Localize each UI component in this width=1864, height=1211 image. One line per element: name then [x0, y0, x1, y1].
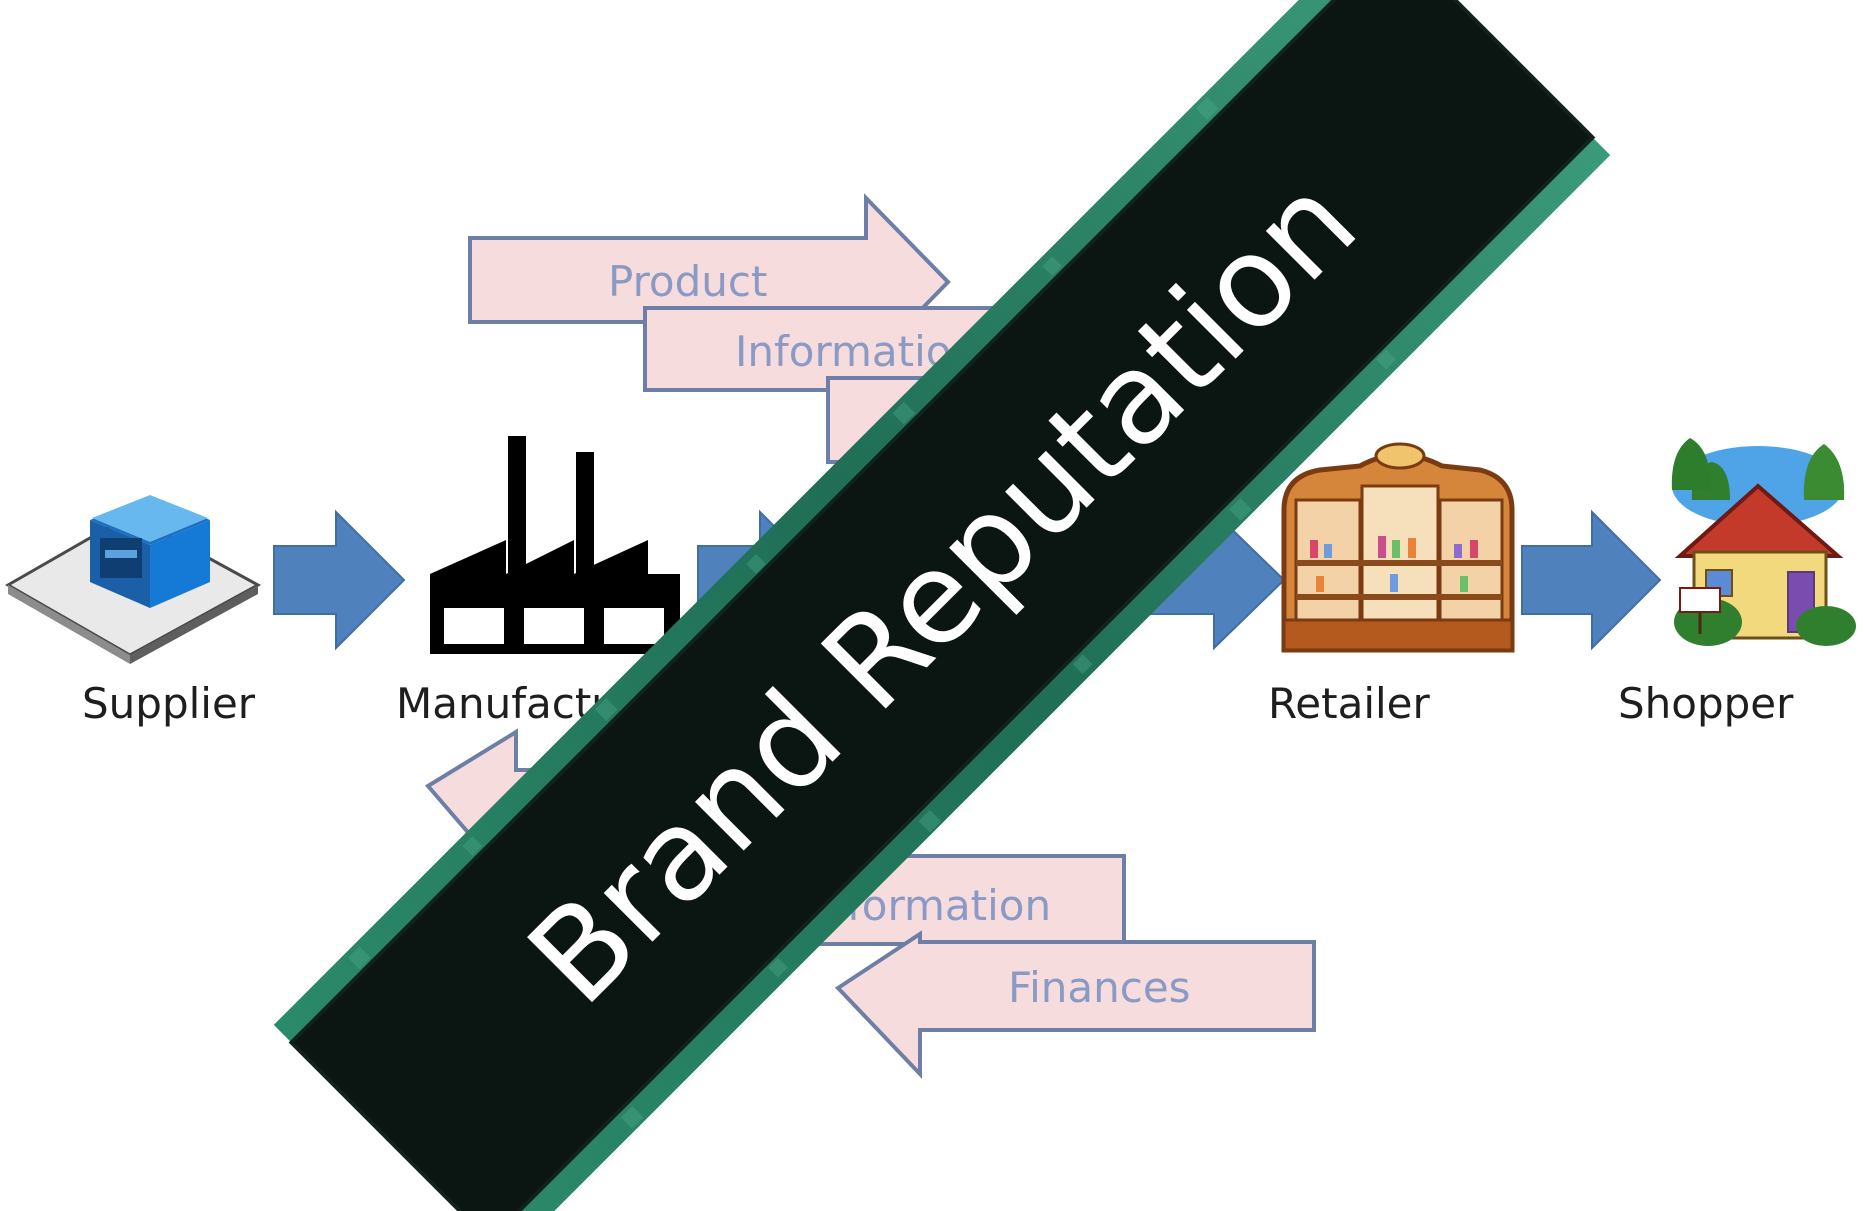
node-label-supplier: Supplier	[82, 679, 256, 728]
warehouse-icon	[4, 495, 262, 664]
backward-flow-label-finances: Finances	[1008, 963, 1191, 1012]
forward-flow-label-product: Product	[608, 257, 767, 306]
node-label-manufacturer: Manufacturer	[396, 679, 678, 728]
chain-arrow-retailer-to-shopper	[1521, 509, 1662, 651]
store-shelf-icon	[1281, 442, 1515, 653]
backward-flow-arrow-finances: Finances	[834, 930, 1316, 1079]
chain-arrow-supplier-to-manufacturer	[273, 509, 406, 651]
node-label-shopper: Shopper	[1618, 679, 1794, 728]
house-icon	[1671, 438, 1856, 646]
node-label-retailer: Retailer	[1268, 679, 1431, 728]
factory-icon	[430, 436, 680, 654]
forward-flow-arrow-product: Product	[468, 193, 951, 371]
